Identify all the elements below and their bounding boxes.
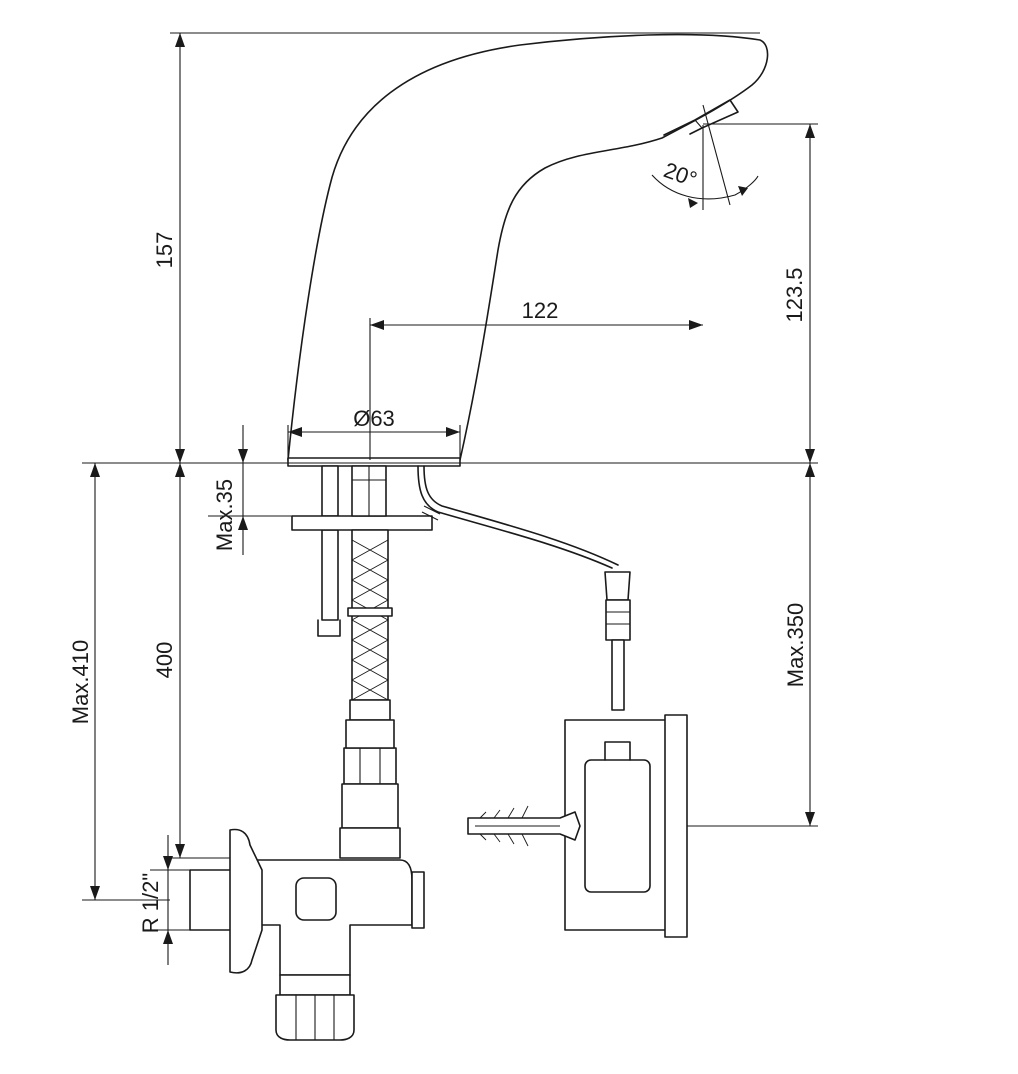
- dim-mounting-thickness-label: Max.35: [212, 479, 237, 551]
- faucet-body: [287, 33, 769, 467]
- dim-aerator-height-label: 123.5: [782, 267, 807, 322]
- angle-valve: [189, 828, 425, 1041]
- dim-max-depth-valve: Max.410: [68, 463, 100, 900]
- dim-spout-reach-label: 122: [522, 298, 559, 323]
- wall-anchor: [467, 805, 581, 847]
- dim-faucet-height-label: 157: [152, 232, 177, 269]
- mounting-hardware: [291, 465, 433, 859]
- dim-base-diameter-label: Ø63: [353, 406, 395, 431]
- sensor-cable: [417, 465, 631, 711]
- dim-mounting-thickness: Max.35: [212, 425, 248, 555]
- dim-connector-length: 400: [152, 463, 185, 858]
- control-box: [564, 714, 688, 938]
- reference-lines: [82, 32, 818, 901]
- dim-base-diameter: Ø63: [287, 406, 461, 458]
- dim-spout-reach: 122: [369, 298, 703, 460]
- dim-thread-label: R 1/2": [138, 873, 163, 933]
- dim-max-depth-control-box-label: Max.350: [783, 603, 808, 687]
- dim-connector-length-label: 400: [152, 642, 177, 679]
- dim-faucet-height: 157: [152, 33, 185, 463]
- dim-aerator-height: 123.5: [782, 124, 815, 463]
- dim-max-depth-valve-label: Max.410: [68, 640, 93, 724]
- dim-max-depth-control-box: Max.350: [783, 463, 815, 826]
